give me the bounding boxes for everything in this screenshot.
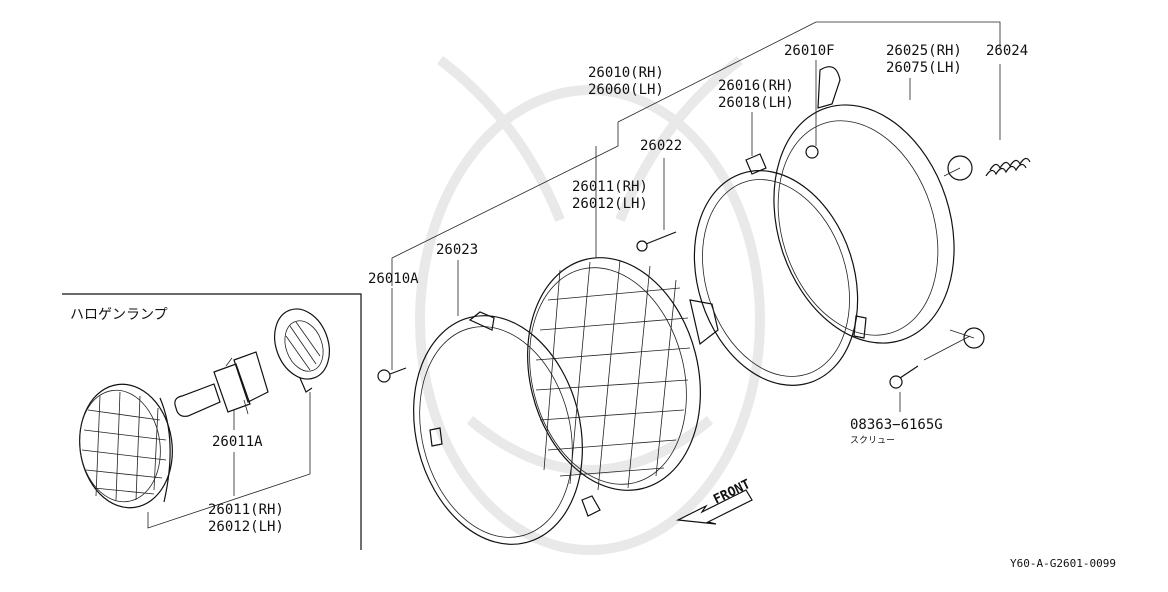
front-direction-arrow [675, 489, 753, 525]
label-26060lh: 26060(LH) [588, 82, 664, 98]
label-08363-6165g: 08363−6165G [850, 417, 943, 433]
watermark-emblem [415, 56, 765, 555]
sealed-beam-lens [527, 257, 719, 491]
screw-26022 [636, 231, 677, 252]
label-inset-26011rh: 26011(RH) [208, 502, 284, 518]
mounting-ring [693, 153, 867, 386]
label-26075lh: 26075(LH) [886, 60, 962, 76]
inset-title: ハロゲンランプ [70, 307, 168, 323]
screw-26010f [805, 145, 819, 159]
inset-frame [62, 293, 362, 550]
label-26023: 26023 [436, 242, 478, 258]
label-26024: 26024 [986, 43, 1028, 59]
inset-leaders [147, 392, 311, 529]
label-26012lh: 26012(LH) [572, 196, 648, 212]
label-26010rh: 26010(RH) [588, 65, 664, 81]
reference-code: Y60-A-G2601-0099 [1010, 557, 1116, 570]
label-26011rh: 26011(RH) [572, 179, 648, 195]
leader-lines [391, 21, 1001, 412]
inset-bulb-socket [274, 308, 330, 393]
screw-26010a [377, 367, 407, 383]
label-inset-26012lh: 26012(LH) [208, 519, 284, 535]
label-26010f: 26010F [784, 43, 835, 59]
label-26018lh: 26018(LH) [718, 95, 794, 111]
screw-08363 [889, 365, 919, 389]
label-26010a: 26010A [368, 271, 419, 287]
headlamp-housing [773, 66, 985, 349]
inset-halogen-bulb [174, 351, 269, 417]
retaining-ring [413, 311, 601, 545]
label-26016rh: 26016(RH) [718, 78, 794, 94]
label-26011a: 26011A [212, 434, 263, 450]
inset-sealed-beam-lens [79, 383, 173, 509]
label-26022: 26022 [640, 138, 682, 154]
label-26025rh: 26025(RH) [886, 43, 962, 59]
adjusting-spring [985, 157, 1031, 177]
label-screw-note: スクリュー [850, 435, 895, 446]
